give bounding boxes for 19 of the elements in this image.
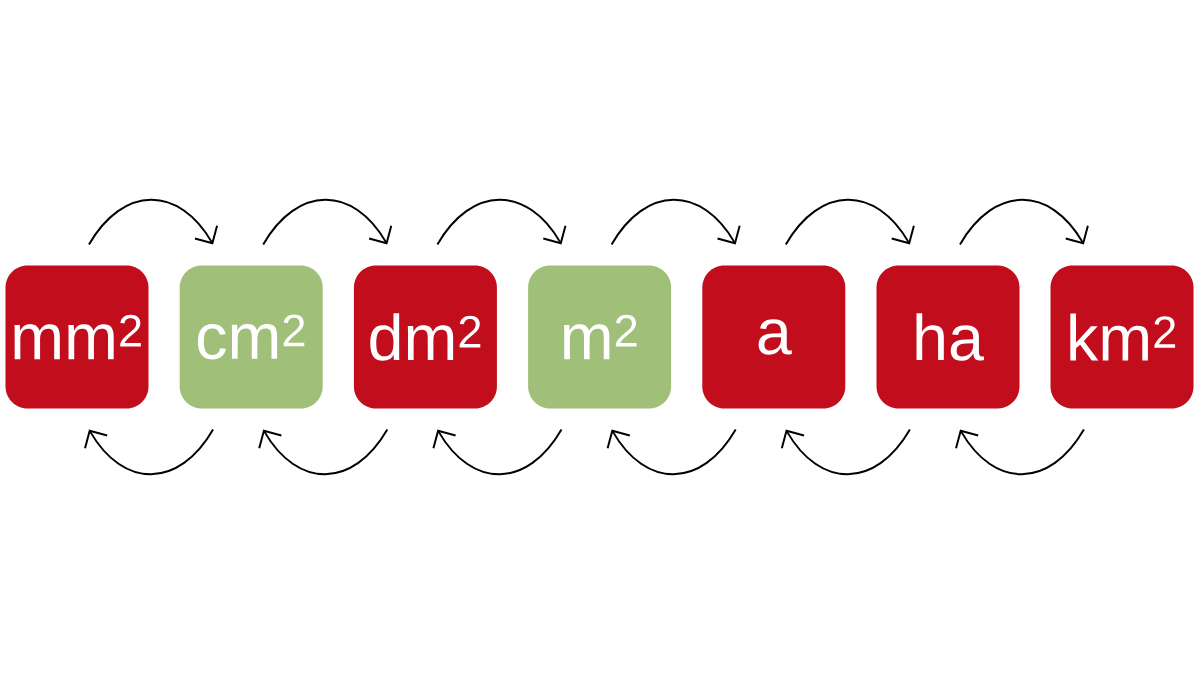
curved-arrow [959, 198, 1089, 246]
curved-arrow [262, 198, 393, 246]
curved-arrow [432, 428, 563, 476]
curved-arrow [955, 428, 1085, 476]
curved-arrow [606, 428, 737, 476]
curved-arrow [610, 198, 741, 246]
curved-arrow [436, 198, 567, 246]
curved-arrow [88, 198, 219, 246]
curved-arrow [780, 428, 911, 476]
unit-box: a [702, 265, 846, 409]
unit-box: mm$^{2}$ [5, 265, 149, 409]
curved-arrow [784, 198, 915, 246]
unit-box: dm$^{2}$ [353, 265, 497, 409]
unit-box: ha [876, 265, 1020, 409]
unit-box: km$^{2}$ [1050, 265, 1194, 409]
unit-box: m$^{2}$ [528, 265, 672, 409]
curved-arrow [84, 428, 215, 476]
curved-arrow [258, 428, 389, 476]
unit-box: cm$^{2}$ [179, 265, 323, 409]
